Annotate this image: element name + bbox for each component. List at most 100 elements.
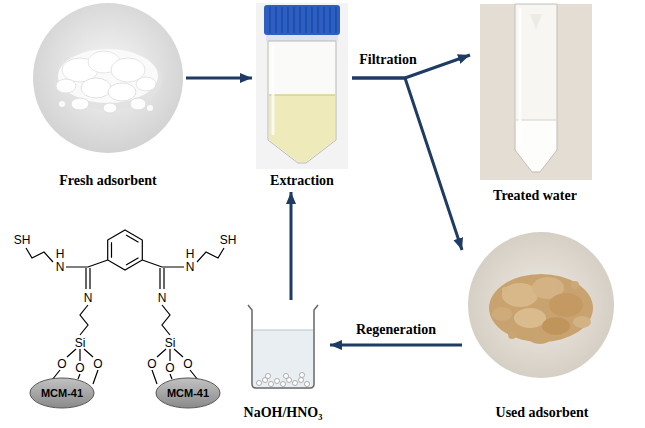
flow-arrow xyxy=(290,192,293,300)
atom-label: H xyxy=(56,248,65,260)
drawing-part xyxy=(112,235,139,265)
drawing-part xyxy=(502,287,508,293)
drawing-part xyxy=(253,329,313,330)
treated-water-photo xyxy=(480,4,592,180)
stage-caption: Extraction xyxy=(270,173,334,190)
support-oval: MCM-41 xyxy=(155,377,221,409)
drawing-part xyxy=(56,79,76,93)
drawing-part xyxy=(269,94,335,96)
drawing-part xyxy=(516,120,556,121)
drawing-part xyxy=(248,305,318,388)
drawing-part xyxy=(492,307,512,321)
drawing-part xyxy=(108,230,143,270)
drawing-part xyxy=(529,332,551,344)
drawing-part xyxy=(269,95,335,162)
atom-label: Si xyxy=(75,337,86,349)
atom-label: O xyxy=(183,358,192,370)
drawing-part xyxy=(136,77,156,91)
drawing-part xyxy=(530,14,542,30)
drawing-part xyxy=(59,101,65,107)
drawing-part xyxy=(571,281,579,289)
drawing-part xyxy=(573,316,591,328)
extraction-tube-photo xyxy=(256,3,348,169)
atom-label: O xyxy=(147,358,156,370)
drawing-part xyxy=(305,382,310,387)
atom-label: N xyxy=(158,292,167,304)
stage-caption: NaOH/HNO₃ xyxy=(244,405,323,422)
atom-label: N xyxy=(56,261,65,273)
drawing-part xyxy=(71,98,89,110)
flow-arrow xyxy=(330,344,462,347)
atom-label: O xyxy=(75,362,84,374)
drawing-part xyxy=(270,7,336,33)
atom-label: O xyxy=(57,358,66,370)
drawing-part xyxy=(266,35,338,41)
drawing-part xyxy=(81,78,111,98)
process-stage: NaOH/HNO₃ xyxy=(236,300,330,424)
atom-label: O xyxy=(165,362,174,374)
atom-label: Si xyxy=(165,337,176,349)
atom-label: SH xyxy=(220,234,237,246)
drawing-part xyxy=(257,381,262,386)
drawing-part xyxy=(516,120,556,171)
drawing-part xyxy=(147,105,153,111)
drawing-part xyxy=(67,349,93,361)
support-oval: MCM-41 xyxy=(29,377,95,409)
drawing-part xyxy=(514,308,546,328)
atom-label: N xyxy=(186,261,195,273)
flow-arrow xyxy=(352,78,462,250)
drawing-part xyxy=(58,50,162,110)
drawing-part xyxy=(108,83,136,101)
drawing-part xyxy=(33,3,183,153)
support-name: MCM-41 xyxy=(41,388,83,399)
drawing-part xyxy=(130,98,146,110)
drawing-part xyxy=(264,5,340,35)
process-stage: Used adsorbent xyxy=(462,228,622,424)
used-adsorbent-photo xyxy=(468,232,614,378)
support-name: MCM-41 xyxy=(167,388,209,399)
drawing-part xyxy=(80,305,88,335)
oval-outline xyxy=(156,378,220,408)
drawing-part xyxy=(549,293,583,317)
process-stage: Extraction xyxy=(252,2,352,192)
drawing-part xyxy=(519,8,522,145)
drawing-part xyxy=(489,274,593,344)
drawing-part xyxy=(268,41,336,163)
drawing-part xyxy=(542,317,570,335)
drawing-part xyxy=(103,103,117,113)
atom-label: O xyxy=(93,358,102,370)
step-label: Filtration xyxy=(357,52,419,69)
regeneration-beaker xyxy=(248,305,318,388)
drawing-part xyxy=(266,374,271,379)
fresh-adsorbent-photo xyxy=(33,3,183,153)
atom-label: H xyxy=(186,248,195,260)
drawing-part xyxy=(272,45,275,135)
drawing-part xyxy=(299,378,304,383)
drawing-part xyxy=(480,4,592,180)
drawing-part xyxy=(293,381,298,386)
step-label: Regeneration xyxy=(354,322,438,339)
atom-label: N xyxy=(84,292,93,304)
atom-label: SH xyxy=(14,234,31,246)
process-stage: Fresh adsorbent xyxy=(30,2,186,192)
drawing-part xyxy=(56,49,162,113)
drawing-part xyxy=(86,268,90,289)
drawing-part xyxy=(515,4,557,172)
drawing-part xyxy=(256,3,348,169)
drawing-part xyxy=(284,374,289,379)
drawing-part xyxy=(66,260,108,267)
stage-caption: Used adsorbent xyxy=(496,405,589,422)
drawing-part xyxy=(142,248,224,384)
stage-caption: Fresh adsorbent xyxy=(59,173,156,190)
drawing-part xyxy=(300,373,305,378)
drawing-part xyxy=(489,274,593,342)
drawing-part xyxy=(26,248,108,384)
drawing-part xyxy=(58,49,158,103)
stage-caption: Treated water xyxy=(493,188,577,205)
process-stage: Treated water xyxy=(470,2,600,207)
ligand-structure xyxy=(26,230,224,384)
drawing-part xyxy=(275,379,280,384)
drawing-part xyxy=(508,331,516,339)
oval-outline xyxy=(30,378,94,408)
